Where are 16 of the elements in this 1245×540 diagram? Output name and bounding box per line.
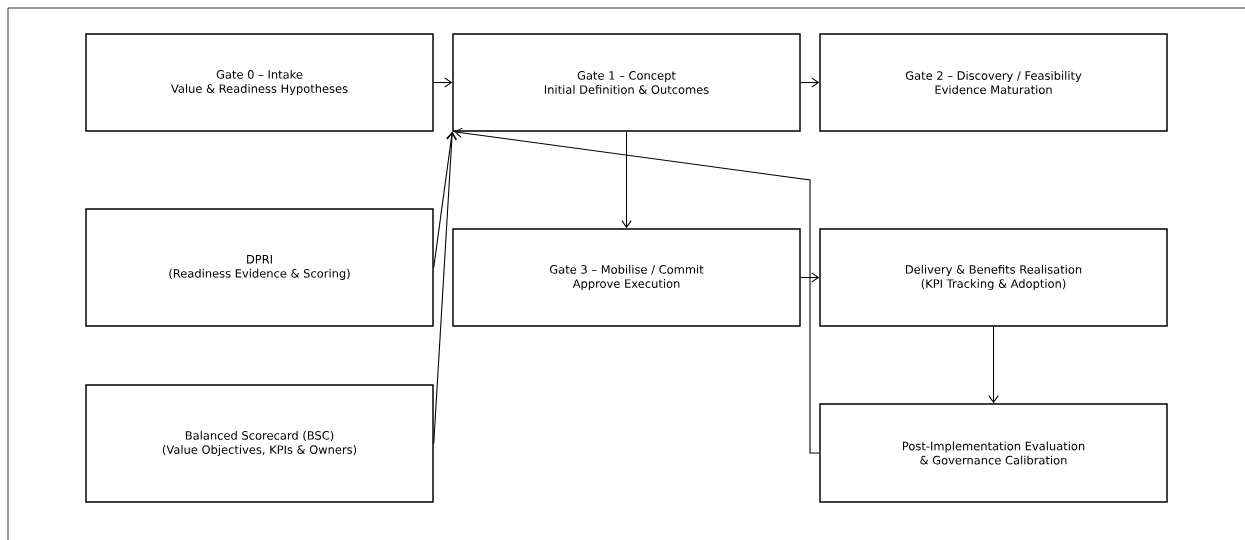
- process-box: Gate 1 – Concept Initial Definition & Outcomes: [452, 33, 801, 132]
- process-box: Gate 0 – Intake Value & Readiness Hypotheses: [85, 33, 434, 132]
- process-box: Gate 2 – Discovery / Feasibility Evidence Maturation: [819, 33, 1168, 132]
- process-box: Delivery & Benefits Realisation (KPI Tracking & Adoption): [819, 228, 1168, 327]
- process-box: Gate 3 – Mobilise / Commit Approve Execution: [452, 228, 801, 327]
- process-box: Post-Implementation Evaluation & Governance Calibration: [819, 403, 1168, 503]
- arrow: [433, 77, 453, 88]
- process-box: Balanced Scorecard (BSC) (Value Objectives, KPIs & Owners): [85, 384, 434, 503]
- arrow: [800, 77, 820, 88]
- arrow: [988, 326, 999, 404]
- arrow: [454, 127, 820, 454]
- arrow: [621, 131, 632, 229]
- arrow: [800, 272, 820, 283]
- arrow: [433, 131, 457, 269]
- process-box: DPRI (Readiness Evidence & Scoring): [85, 208, 434, 327]
- arrow: [433, 131, 457, 445]
